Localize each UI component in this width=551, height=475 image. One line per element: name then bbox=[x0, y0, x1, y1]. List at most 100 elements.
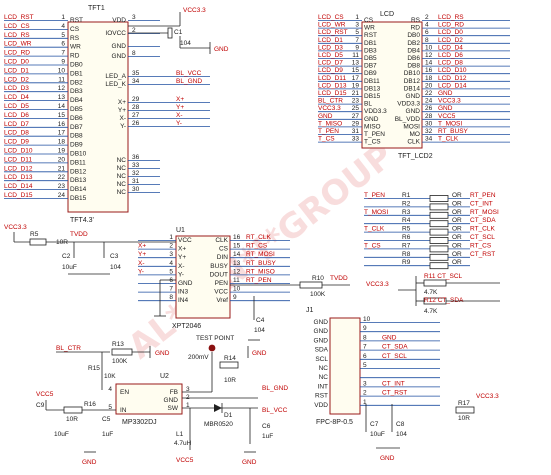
rnet-ohm-6: OR bbox=[452, 242, 462, 249]
u1-left-pin-0: VCC bbox=[178, 237, 192, 244]
test-point-label: TEST POINT bbox=[196, 335, 234, 342]
j1-caption: FPC-8P-0.5 bbox=[316, 419, 353, 426]
tft1-left-pin-5: DB0 bbox=[70, 62, 83, 69]
tft1-right-pin-6: X+ bbox=[118, 99, 126, 106]
tft1-right-num-9: 26 bbox=[132, 120, 140, 127]
u2-pin-right-1: GND bbox=[164, 397, 179, 404]
tft1-left-pin-4: RD bbox=[70, 53, 80, 60]
lcd-right-net-14: T_MOSI bbox=[438, 120, 462, 127]
tft1-left-net-19: LCD_D14 bbox=[4, 183, 33, 190]
lcd-right-net-10: GND bbox=[438, 90, 453, 97]
tft1-left-pin-7: DB2 bbox=[70, 79, 83, 86]
u1-left-pin-3: X- bbox=[178, 263, 185, 270]
l1-label: L1 bbox=[176, 431, 184, 438]
u1-left-pin-4: Y- bbox=[178, 271, 184, 278]
tft1-right-num-11: 33 bbox=[132, 162, 140, 169]
u2-pin-left-0: EN bbox=[120, 389, 129, 396]
r13-value: 100K bbox=[112, 358, 128, 365]
tft1-right-pin-2: GND bbox=[112, 43, 127, 50]
lcd-left-net-7: LCD_D9 bbox=[318, 67, 343, 74]
rnet-left-0: T_PEN bbox=[364, 192, 385, 199]
tft1-left-num-5: 9 bbox=[61, 59, 65, 66]
j1-num-8: 2 bbox=[363, 390, 367, 397]
rnet-ohm-5: OR bbox=[452, 234, 462, 241]
rnet-resistor-6 bbox=[429, 245, 449, 253]
tft1-left-pin-6: DB1 bbox=[70, 70, 83, 77]
j1-pin-5: NC bbox=[319, 365, 329, 372]
lcd-right-net-6: LCD_D8 bbox=[438, 60, 463, 67]
u1-left-num-0: 1 bbox=[169, 234, 173, 241]
lcd-left-pin-13: GND bbox=[364, 116, 379, 123]
tft1-left-num-1: 4 bbox=[61, 23, 65, 30]
tft1-right-pin-5: LED_K bbox=[105, 81, 126, 88]
tft1-right-pin-4: LED_A bbox=[105, 73, 126, 80]
u1-left-num-6: 7 bbox=[169, 286, 173, 293]
lcd-left-pin-15: T_PEN bbox=[364, 131, 385, 138]
lcd-left-net-5: LCD_D5 bbox=[318, 52, 343, 59]
lcd-left-net-13: GND bbox=[318, 113, 333, 120]
lcd-right-num-5: 12 bbox=[425, 52, 433, 59]
r11-label: R11 CT_SCL bbox=[424, 273, 463, 280]
lcd-left-num-15: 31 bbox=[352, 128, 360, 135]
tft1-left-pin-15: DB10 bbox=[70, 151, 87, 158]
tft1-left-net-7: LCD_D2 bbox=[4, 76, 29, 83]
lcd-left-net-8: LCD_D11 bbox=[318, 75, 346, 82]
lcd-left-pin-16: T_CS bbox=[364, 139, 381, 146]
rnet-resistor-3 bbox=[429, 220, 449, 228]
tft1-left-num-18: 22 bbox=[58, 174, 66, 181]
tft1-gnd: GND bbox=[214, 46, 229, 53]
r10-value: 100K bbox=[310, 291, 326, 298]
u1-right-num-7: 9 bbox=[233, 294, 237, 301]
lcd-left-pin-12: VDD3.3 bbox=[364, 108, 387, 115]
vcc3-j1: VCC3.3 bbox=[476, 393, 499, 400]
j1-num-9: 1 bbox=[363, 399, 367, 406]
u2-pin-left-1: IN bbox=[120, 407, 127, 414]
lcd-right-num-8: 18 bbox=[425, 75, 433, 82]
u1-left-num-1: 2 bbox=[169, 243, 173, 250]
tft1-caption: TFT4.3' bbox=[70, 217, 94, 224]
tft1-left-pin-9: DB4 bbox=[70, 97, 83, 104]
u1-left-num-2: 3 bbox=[169, 251, 173, 258]
lcd-left-num-6: 13 bbox=[352, 60, 360, 67]
u1-right-num-2: 14 bbox=[233, 251, 241, 258]
j1-net-7: CT_INT bbox=[382, 380, 405, 387]
lcd-right-num-12: 26 bbox=[425, 105, 433, 112]
tft1-right-num-8: 27 bbox=[132, 112, 140, 119]
rnet-ref-3: R4 bbox=[402, 217, 411, 224]
tft1-left-num-13: 17 bbox=[58, 130, 66, 137]
j1-num-7: 3 bbox=[363, 380, 367, 387]
tft1-left-pin-17: DB12 bbox=[70, 168, 87, 175]
c9-value: 10uF bbox=[54, 431, 69, 438]
l1-value: 4.7uH bbox=[174, 440, 192, 447]
lcd-left-net-6: LCD_D7 bbox=[318, 60, 343, 67]
rnet-right-4: RT_CLK bbox=[470, 226, 495, 233]
u1-left-num-4: 5 bbox=[169, 268, 173, 275]
tft1-left-num-11: 15 bbox=[58, 112, 66, 119]
lcd-left-num-10: 21 bbox=[352, 90, 360, 97]
u1-right-pin-3: BUSY bbox=[210, 263, 228, 270]
tft1-left-num-10: 14 bbox=[58, 103, 66, 110]
lcd-right-net-15: RT_BUSY bbox=[438, 128, 469, 135]
rnet-ref-0: R1 bbox=[402, 192, 411, 199]
lcd-left-num-13: 27 bbox=[352, 113, 360, 120]
tft1-left-pin-1: CS bbox=[70, 26, 80, 33]
tft1-left-net-1: LCD_CS bbox=[4, 23, 30, 30]
lcd-left-pin-5: DB5 bbox=[364, 55, 377, 62]
gnd-j1: GND bbox=[380, 455, 395, 462]
tvdd-left: TVDD bbox=[70, 231, 88, 238]
u2-caption: MP3302DJ bbox=[122, 419, 157, 426]
lcd-left-net-16: T_CS bbox=[318, 136, 335, 143]
u1-right-num-0: 16 bbox=[233, 234, 241, 241]
j1-net-2: GND bbox=[382, 334, 397, 341]
rnet-ref-6: R7 bbox=[402, 242, 411, 249]
tft1-left-net-6: LCD_D1 bbox=[4, 67, 29, 74]
tft1-right-num-10: 36 bbox=[132, 154, 140, 161]
tft1-right-num-7: 28 bbox=[132, 104, 140, 111]
c7-value: 10uF bbox=[370, 431, 385, 438]
lcd-left-net-9: LCD_D13 bbox=[318, 82, 347, 89]
c4-label: C4 bbox=[256, 317, 265, 324]
tft1-left-pin-16: DB11 bbox=[70, 159, 86, 166]
lcd-right-net-3: LCD_D2 bbox=[438, 37, 463, 44]
